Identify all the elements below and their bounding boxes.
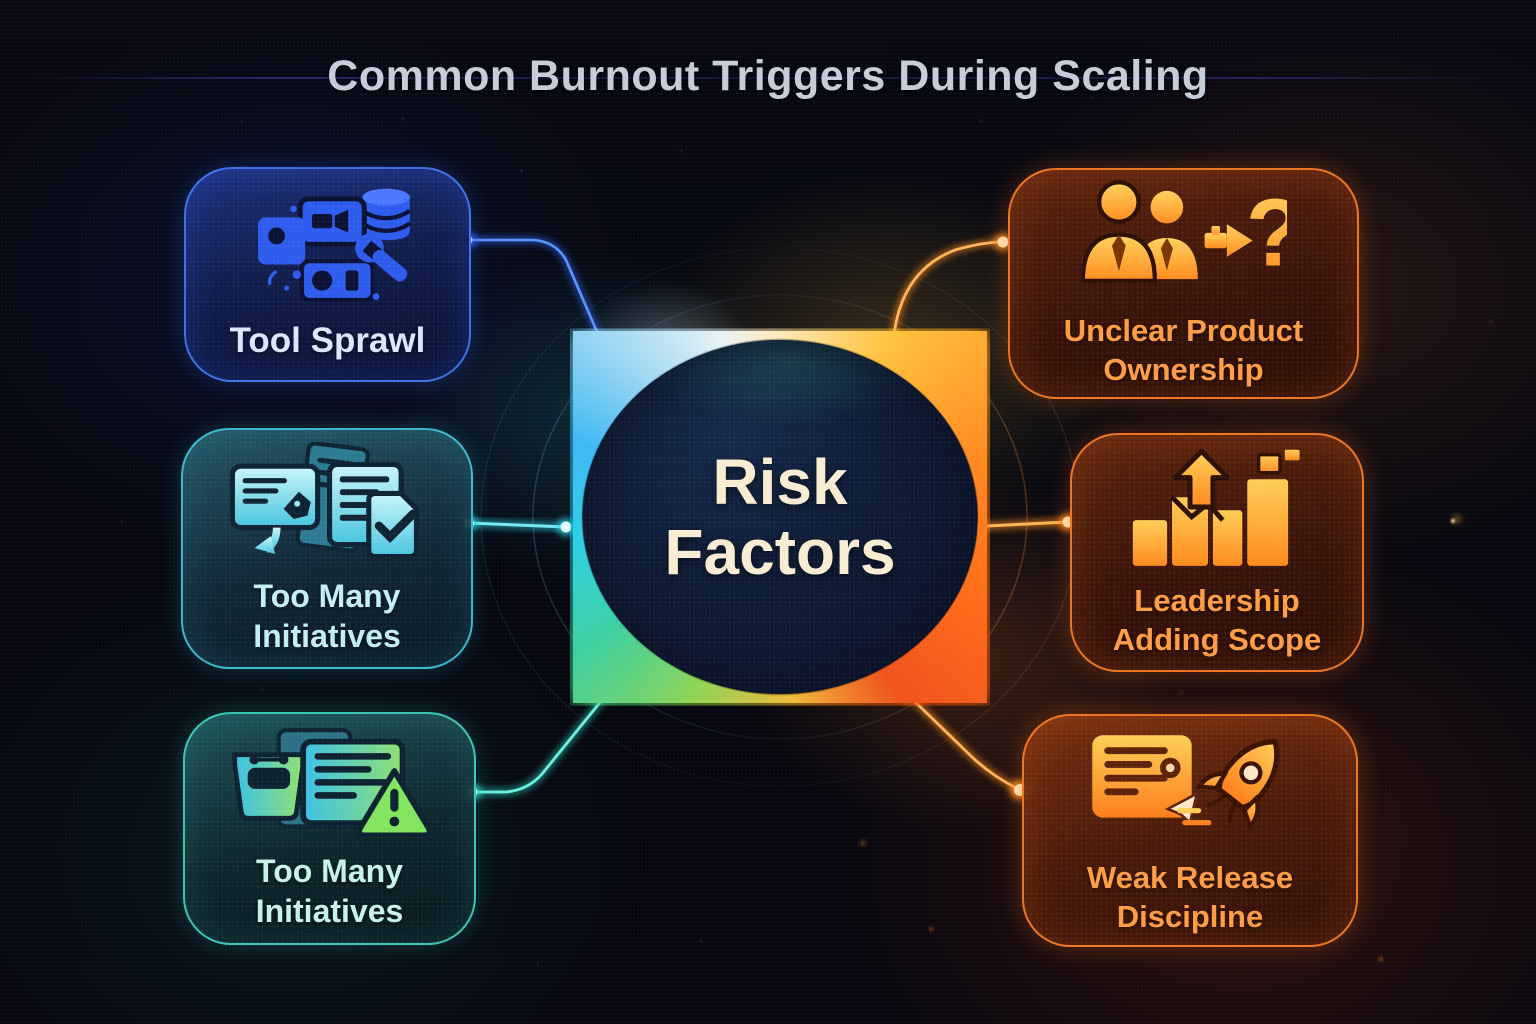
card-unclear-product-ownership: ? Unclear Product Ownership — [1008, 168, 1359, 399]
release-rocket-icon — [1085, 725, 1295, 845]
connector-initiatives-1 — [461, 515, 575, 536]
card-label: Unclear Product Ownership — [1063, 312, 1304, 387]
center-label-line1: Risk — [712, 445, 848, 518]
card-too-many-initiatives-1: Too Many Initiatives — [181, 428, 473, 669]
card-label: Leadership Adding Scope — [1112, 582, 1322, 657]
card-too-many-initiatives-2: Too Many Initiatives — [183, 712, 476, 945]
outer-halo-ring-1 — [532, 294, 1028, 740]
page-title: Common Burnout Triggers During Scaling — [327, 52, 1209, 100]
center-label-line2: Factors — [664, 516, 896, 588]
card-label: Weak Release Discipline — [1086, 859, 1294, 934]
svg-text:?: ? — [1245, 179, 1286, 286]
card-leadership-adding-scope: Leadership Adding Scope — [1070, 433, 1364, 672]
card-tool-sprawl: Tool Sprawl — [184, 167, 471, 382]
documents-checklist-icon — [229, 441, 425, 562]
card-label: Tool Sprawl — [229, 320, 426, 360]
title-divider-line — [0, 77, 1536, 79]
growth-arrow-icon — [1123, 446, 1311, 568]
card-label: Too Many Initiatives — [255, 852, 404, 929]
center-ring — [573, 331, 987, 703]
documents-warning-icon — [228, 727, 432, 837]
card-weak-release-discipline: Weak Release Discipline — [1022, 714, 1358, 947]
tool-cluster-icon — [239, 187, 417, 305]
card-label: Too Many Initiatives — [253, 577, 401, 654]
center-label: Risk Factors — [573, 331, 987, 703]
team-question-icon: ? — [1080, 178, 1287, 298]
